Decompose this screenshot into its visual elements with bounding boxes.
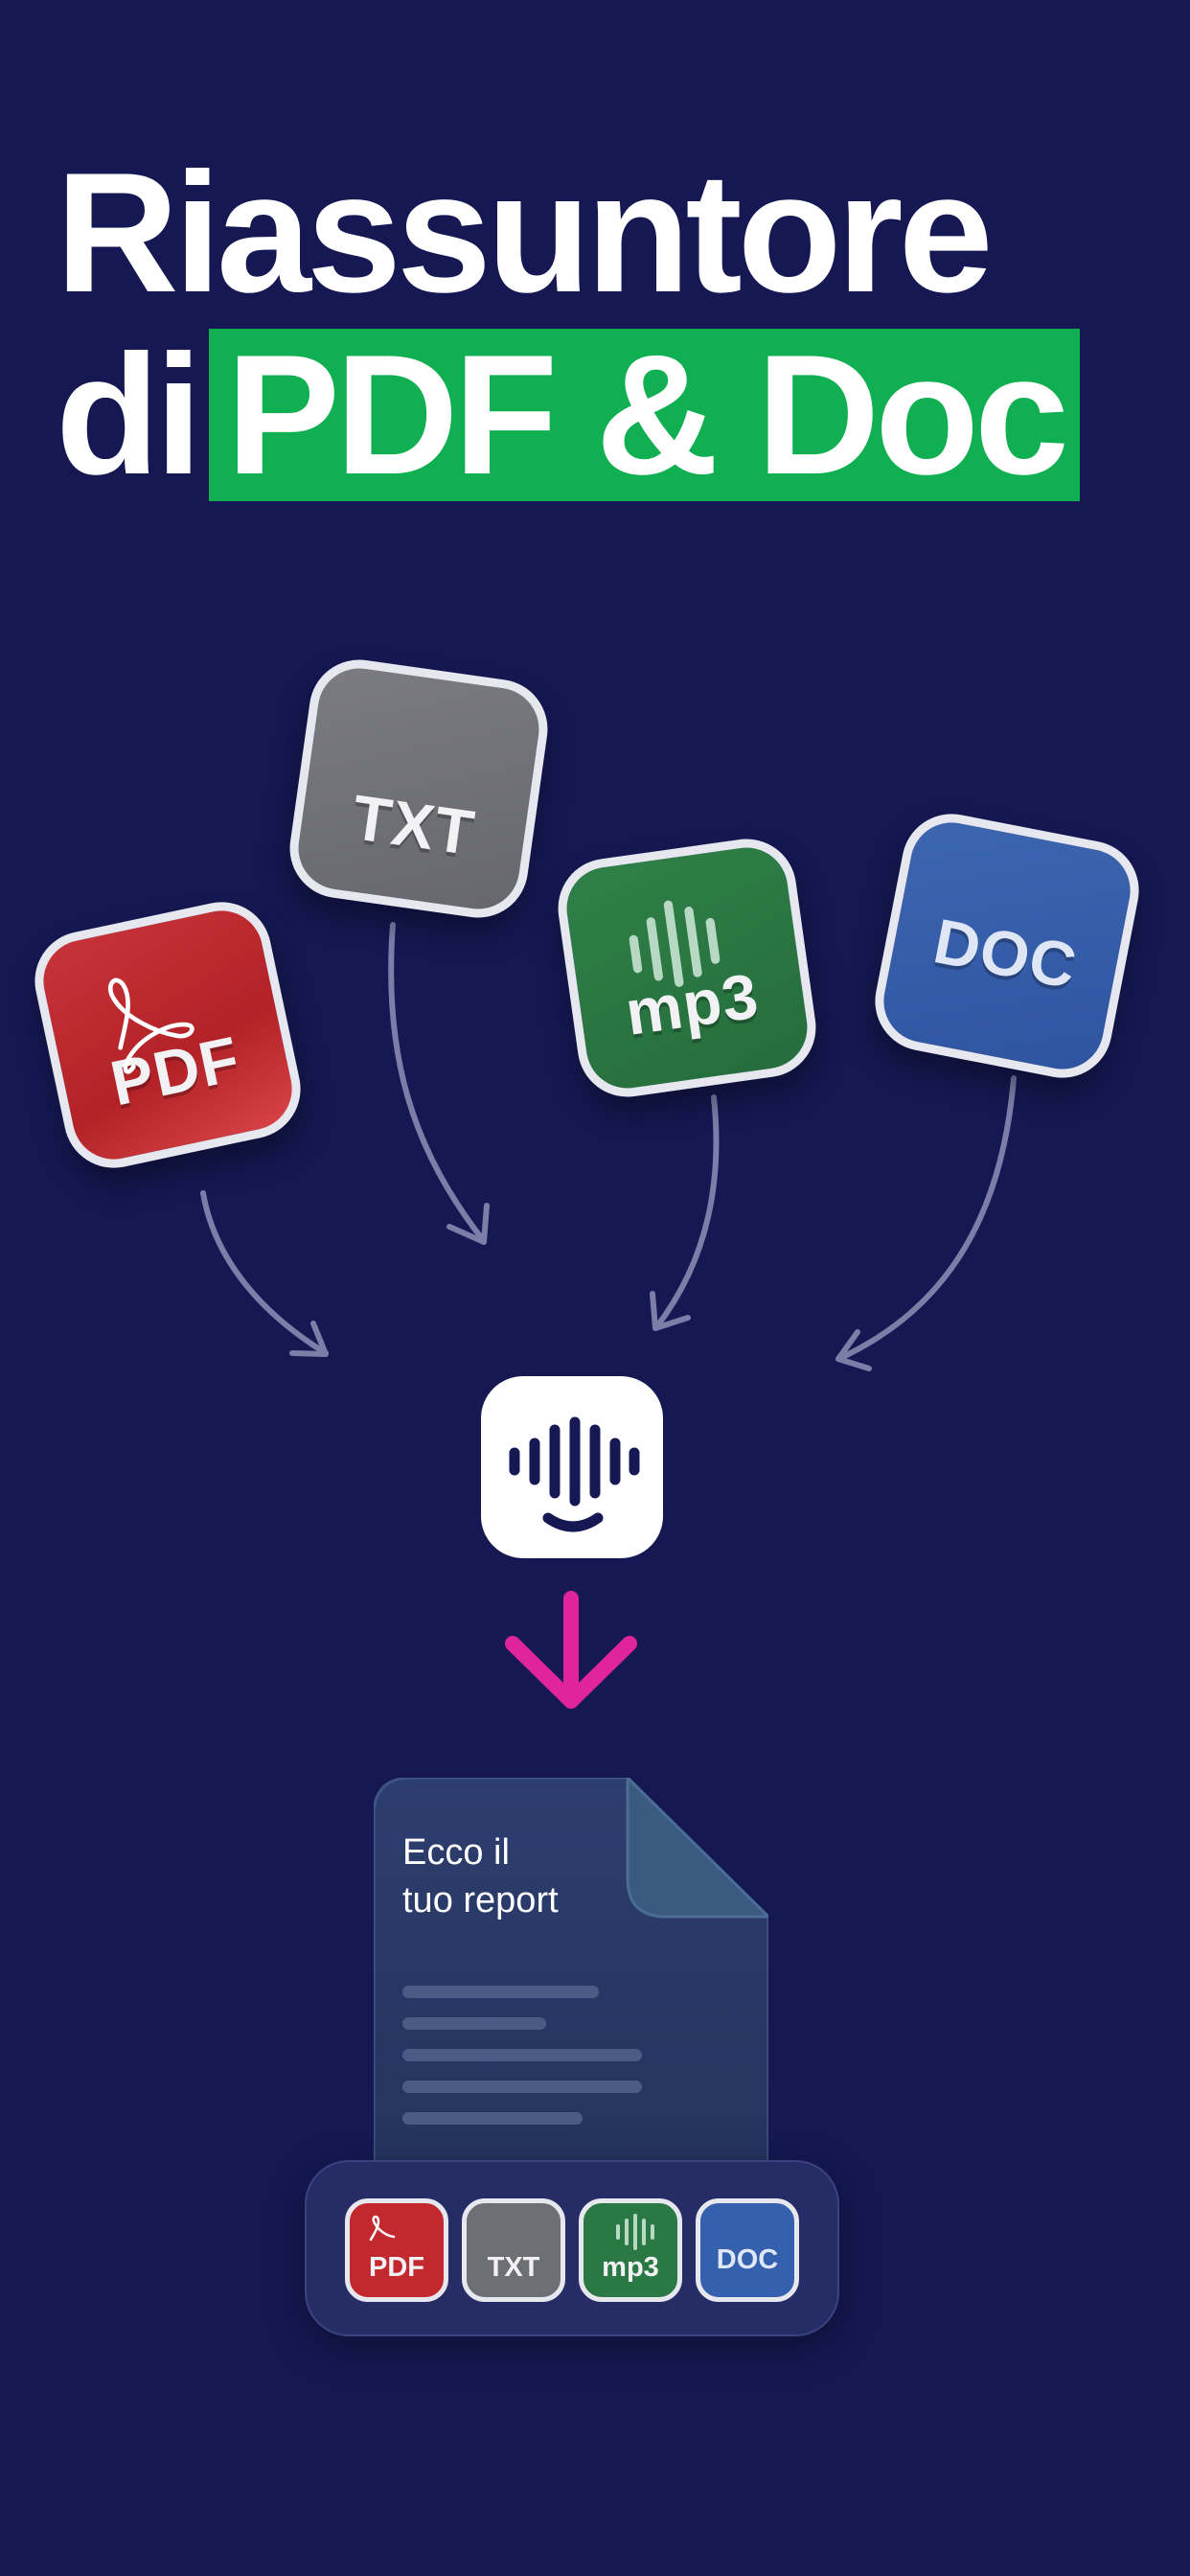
txt-tile-label: TXT (348, 781, 480, 869)
arrow-from-txt (388, 922, 487, 1244)
tray-pdf-label: PDF (369, 2252, 424, 2283)
file-types-tray: PDF TXT mp3 DOC (305, 2160, 839, 2336)
doc-tile: DOC (866, 805, 1148, 1087)
headline-line-1: Riassuntore (56, 137, 994, 328)
headline-highlight: PDF & Doc (209, 329, 1080, 501)
tray-doc-tile: DOC (696, 2198, 799, 2302)
txt-tile: TXT (283, 653, 555, 925)
report-document (374, 1778, 768, 2180)
placeholder-line (402, 2049, 642, 2061)
arrow-from-mp3-head (650, 1291, 691, 1331)
report-title-line-1: Ecco il (402, 1832, 510, 1873)
report-title-line-2: tuo report (402, 1880, 559, 1920)
app-icon (481, 1376, 663, 1558)
arrow-from-doc (835, 1075, 1017, 1362)
report-title: Ecco il tuo report (402, 1828, 559, 1924)
headline-prefix: di (56, 319, 202, 510)
acrobat-icon (369, 2215, 396, 2242)
tray-mp3-label: mp3 (602, 2252, 659, 2283)
placeholder-line (402, 2017, 546, 2030)
audio-wave-icon (616, 2214, 654, 2250)
audio-wave-icon (629, 900, 721, 987)
tray-pdf-tile: PDF (345, 2198, 448, 2302)
tray-mp3-tile: mp3 (579, 2198, 682, 2302)
audio-wave-smile-icon (509, 1416, 640, 1532)
pdf-tile: PDF (25, 892, 310, 1178)
tray-doc-label: DOC (716, 2244, 779, 2275)
placeholder-line (402, 1986, 599, 1998)
arrow-from-mp3 (653, 1094, 720, 1330)
placeholder-line (402, 2112, 583, 2125)
report-placeholder-lines (402, 1986, 642, 2144)
mp3-tile: mp3 (551, 832, 823, 1104)
acrobat-icon (107, 978, 195, 1074)
arrow-from-txt-head (446, 1203, 490, 1245)
doc-tile-label: DOC (927, 905, 1083, 1002)
placeholder-line (402, 2081, 642, 2093)
pink-down-arrow (505, 1591, 637, 1709)
arrow-from-doc-head (835, 1329, 872, 1371)
tray-txt-label: TXT (487, 2252, 540, 2283)
arrow-from-pdf (200, 1190, 329, 1356)
tray-txt-tile: TXT (462, 2198, 565, 2302)
arrow-from-pdf-head (289, 1321, 329, 1357)
